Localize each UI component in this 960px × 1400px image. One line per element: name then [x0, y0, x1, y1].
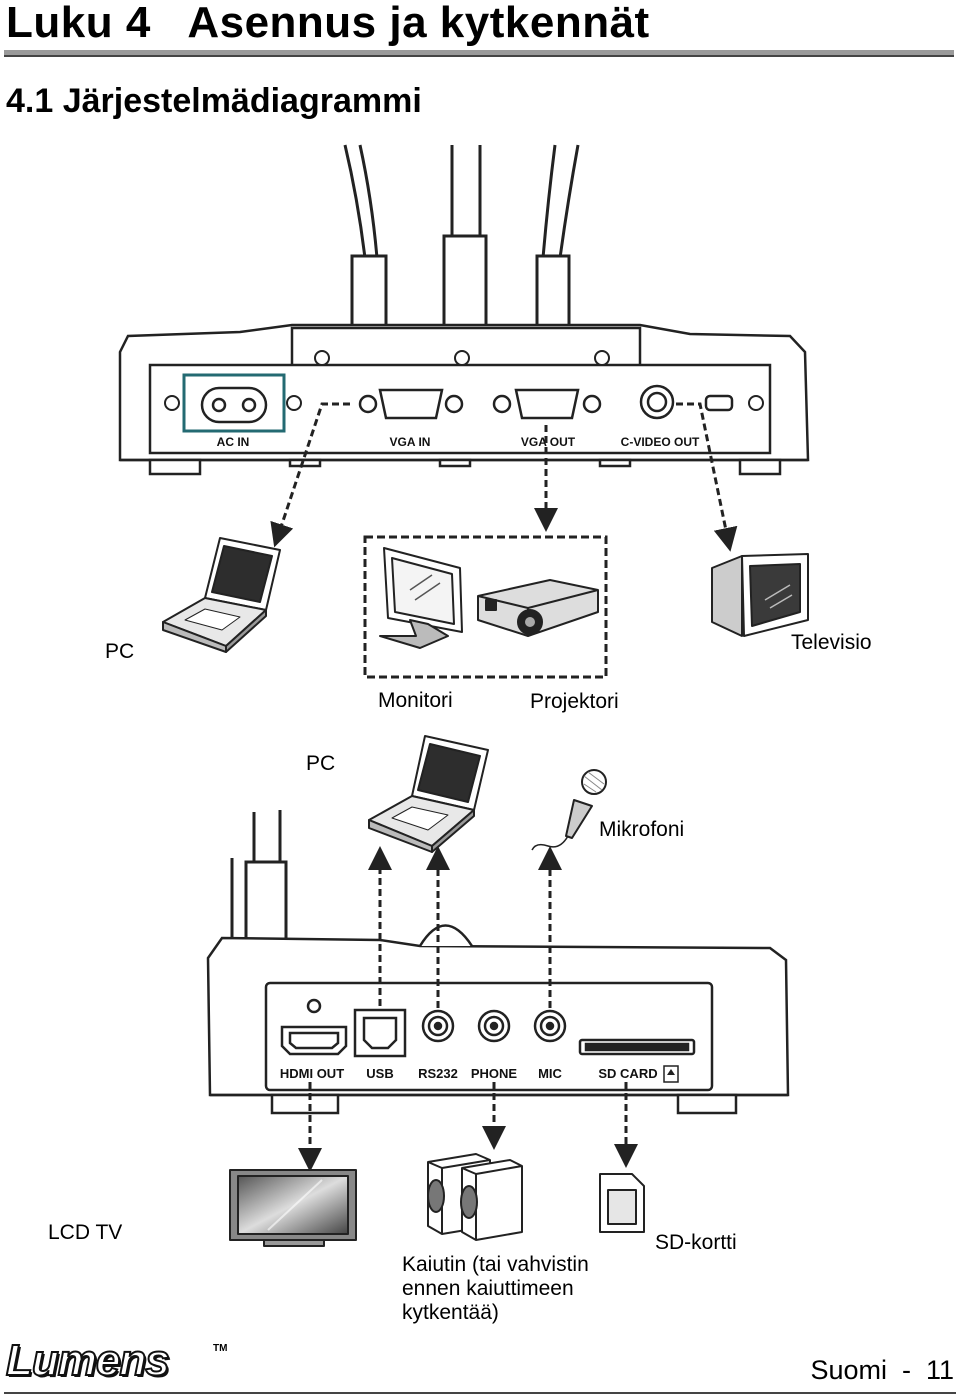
top-panel-screws: [164, 350, 764, 411]
phone-port: [477, 1009, 511, 1043]
logo-trademark: TM: [213, 1343, 228, 1354]
chapter-title: Luku 4 Asennus ja kytkennät: [6, 0, 650, 47]
speaker-icon: [427, 1153, 523, 1241]
label-speaker: Kaiutin (tai vahvistin ennen kaiuttimeen…: [402, 1253, 589, 1324]
display-devices-group: [363, 535, 608, 679]
mic-port: [533, 1009, 567, 1043]
monitor-icon: [379, 547, 463, 649]
label-microphone: Mikrofoni: [599, 818, 685, 841]
top-connection-arrows: [270, 402, 738, 552]
label-monitor: Monitori: [378, 689, 453, 712]
lcd-tv-icon: [229, 1169, 357, 1247]
sd-card-eject-icon: [663, 1065, 679, 1083]
port-label-c-video-out: C-VIDEO OUT: [621, 435, 700, 449]
port-label-phone: PHONE: [471, 1066, 518, 1081]
port-label-vga-in: VGA IN: [390, 435, 431, 449]
port-label-sd-card: SD CARD: [598, 1066, 657, 1081]
usb-port: [353, 1008, 407, 1058]
port-label-usb: USB: [366, 1066, 393, 1081]
page-number: Suomi - 11: [810, 1355, 954, 1385]
bottom-connection-arrows: [298, 846, 638, 1172]
bottom-camera-arm: [230, 810, 288, 942]
top-camera-arms: [343, 144, 580, 328]
section-title: 4.1 Järjestelmädiagrammi: [6, 82, 422, 120]
label-projector: Projektori: [530, 690, 619, 713]
label-pc-top: PC: [105, 640, 135, 663]
lumens-logo: Lumens: [5, 1335, 171, 1386]
ac-in-port: [182, 373, 286, 433]
sd-card-icon: [599, 1173, 645, 1233]
header-rule: [4, 50, 954, 57]
top-port-labels: AC IN VGA IN VGA OUT C-VIDEO OUT: [217, 435, 700, 449]
microphone-icon: [531, 769, 607, 851]
pc-laptop-icon-2: [368, 735, 489, 853]
port-label-mic: MIC: [538, 1066, 562, 1081]
vga-in-port: [358, 388, 464, 420]
television-icon: [711, 553, 809, 637]
vga-out-port: [492, 388, 602, 420]
projector-icon: [477, 579, 599, 637]
footer-rule: [4, 1392, 956, 1394]
bottom-port-labels: HDMI OUT USB RS232 PHONE MIC SD CARD: [280, 1066, 658, 1081]
port-label-vga-out: VGA OUT: [521, 435, 576, 449]
hdmi-out-port: [280, 998, 348, 1056]
c-video-out-port: [639, 384, 734, 420]
label-television: Televisio: [791, 631, 872, 654]
port-label-ac-in: AC IN: [217, 435, 250, 449]
port-label-hdmi-out: HDMI OUT: [280, 1066, 344, 1081]
label-pc-bottom: PC: [306, 752, 336, 775]
label-lcd-tv: LCD TV: [48, 1221, 123, 1244]
port-label-rs232: RS232: [418, 1066, 458, 1081]
pc-laptop-icon: [162, 537, 281, 653]
rs232-port: [421, 1009, 455, 1043]
label-sd-card: SD-kortti: [655, 1231, 737, 1254]
sd-card-slot: [578, 1038, 696, 1056]
